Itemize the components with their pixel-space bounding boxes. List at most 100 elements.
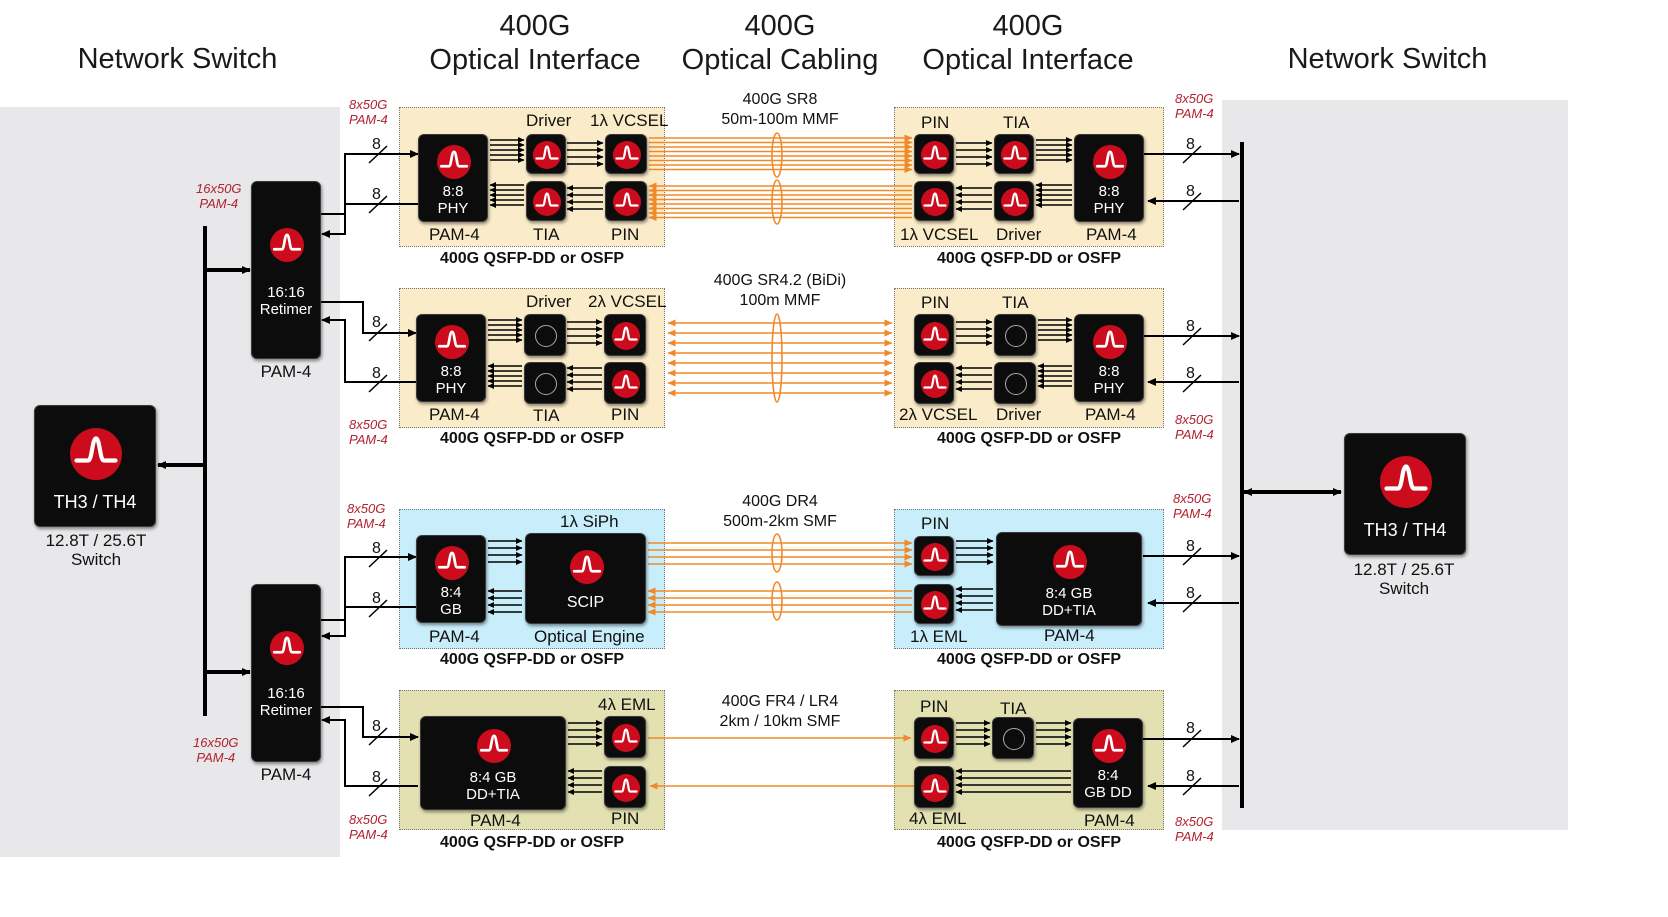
lane-count: 8 bbox=[372, 590, 381, 607]
module-name: 400G QSFP-DD or OSFP bbox=[936, 430, 1122, 447]
broadcom-logo-icon bbox=[569, 550, 604, 584]
chip-caption: PAM-4 bbox=[1086, 225, 1137, 244]
eml-chip bbox=[604, 716, 646, 758]
chip-label-line: GB bbox=[440, 601, 462, 618]
pin-chip bbox=[914, 536, 954, 576]
lane-count: 8 bbox=[1186, 136, 1195, 153]
chip-caption: PAM-4 bbox=[1044, 626, 1095, 645]
component-label: TIA bbox=[533, 406, 560, 425]
module-name: 400G QSFP-DD or OSFP bbox=[439, 651, 625, 668]
component-label: PIN bbox=[921, 514, 950, 533]
component-label: Driver bbox=[996, 225, 1042, 244]
lane-slash bbox=[1182, 145, 1202, 164]
broadcom-logo-icon bbox=[612, 724, 640, 752]
lane-slash bbox=[368, 195, 388, 214]
broadcom-logo-icon bbox=[921, 591, 949, 619]
cable-label: 400G SR4.2 (BiDi)100m MMF bbox=[713, 272, 847, 309]
lens-icon bbox=[535, 373, 557, 395]
lane-slash bbox=[1182, 327, 1202, 346]
component-label: 1λ VCSEL bbox=[900, 225, 979, 244]
switch-right-chip: TH3 / TH4 bbox=[1344, 433, 1466, 555]
retimer-link bbox=[321, 301, 417, 337]
fiber-bundle-ring bbox=[771, 533, 783, 573]
broadcom-logo-icon bbox=[921, 774, 949, 802]
chip-label-line: 8:4 GB bbox=[469, 769, 517, 786]
lane-slash bbox=[1182, 594, 1202, 613]
broadcom-logo-icon bbox=[1380, 456, 1432, 508]
component-label: TIA bbox=[1000, 699, 1027, 718]
broadcom-logo-icon bbox=[1001, 188, 1029, 216]
chip-label-line: PHY bbox=[1093, 200, 1125, 217]
lane-count: 8 bbox=[1186, 318, 1195, 335]
lane-count: 8 bbox=[372, 540, 381, 557]
vcsel-chip bbox=[605, 134, 647, 174]
broadcom-logo-icon bbox=[435, 546, 469, 580]
retimer-link bbox=[321, 150, 419, 215]
component-label: PIN bbox=[921, 293, 950, 312]
module-name: 400G QSFP-DD or OSFP bbox=[936, 834, 1122, 851]
broadcom-logo-icon bbox=[921, 370, 949, 398]
pin-chip bbox=[914, 314, 954, 356]
component-label: TIA bbox=[1003, 113, 1030, 132]
lane-count: 8 bbox=[372, 314, 381, 331]
broadcom-logo-icon bbox=[921, 141, 949, 169]
chip-caption: PAM-4 bbox=[1084, 811, 1135, 830]
lane-slash bbox=[368, 727, 388, 746]
chip-label-line: DD+TIA bbox=[466, 786, 520, 803]
broadcom-logo-icon bbox=[70, 428, 122, 480]
chip-caption: PAM-4 bbox=[429, 405, 480, 424]
lane-count: 8 bbox=[1186, 585, 1195, 602]
tia-chip bbox=[994, 314, 1036, 356]
broadcom-logo-icon bbox=[437, 145, 471, 179]
tia-chip bbox=[526, 181, 566, 221]
chip-label-line: DD+TIA bbox=[1042, 602, 1096, 619]
fiber-bundle-ring bbox=[771, 313, 783, 403]
chip-caption: PAM-4 bbox=[1085, 405, 1136, 424]
retimer-link bbox=[321, 606, 416, 640]
lane-slash bbox=[368, 374, 388, 393]
lane-count: 8 bbox=[1186, 183, 1195, 200]
broadcom-logo-icon bbox=[533, 188, 561, 216]
module-name: 400G QSFP-DD or OSFP bbox=[936, 651, 1122, 668]
chip-label-line: 16:16 bbox=[267, 685, 305, 702]
chip-label-line: 8:8 bbox=[1098, 363, 1120, 380]
component-label: PIN bbox=[611, 225, 640, 244]
broadcom-logo-icon bbox=[1001, 141, 1029, 169]
lane-slash bbox=[368, 599, 388, 618]
chip-label-line: PHY bbox=[435, 380, 467, 397]
tia-chip bbox=[992, 717, 1034, 759]
module-name: 400G QSFP-DD or OSFP bbox=[439, 430, 625, 447]
lens-icon bbox=[535, 325, 557, 347]
broadcom-logo-icon bbox=[921, 188, 949, 216]
fiber-bundle-ring bbox=[771, 581, 783, 621]
retimer-link bbox=[321, 316, 416, 383]
component-label: PIN bbox=[611, 809, 640, 828]
scip-optical-engine-chip: SCIP bbox=[525, 533, 646, 624]
lane-count: 8 bbox=[1186, 720, 1195, 737]
retimer-link bbox=[321, 706, 419, 741]
retimer-caption: PAM-4 bbox=[260, 362, 312, 381]
chip-label-line: Retimer bbox=[259, 301, 313, 318]
module-name: 400G QSFP-DD or OSFP bbox=[439, 834, 625, 851]
chip-label: TH3 / TH4 bbox=[35, 493, 155, 511]
chip-label-line: 16:16 bbox=[267, 284, 305, 301]
component-label: Driver bbox=[996, 405, 1042, 424]
